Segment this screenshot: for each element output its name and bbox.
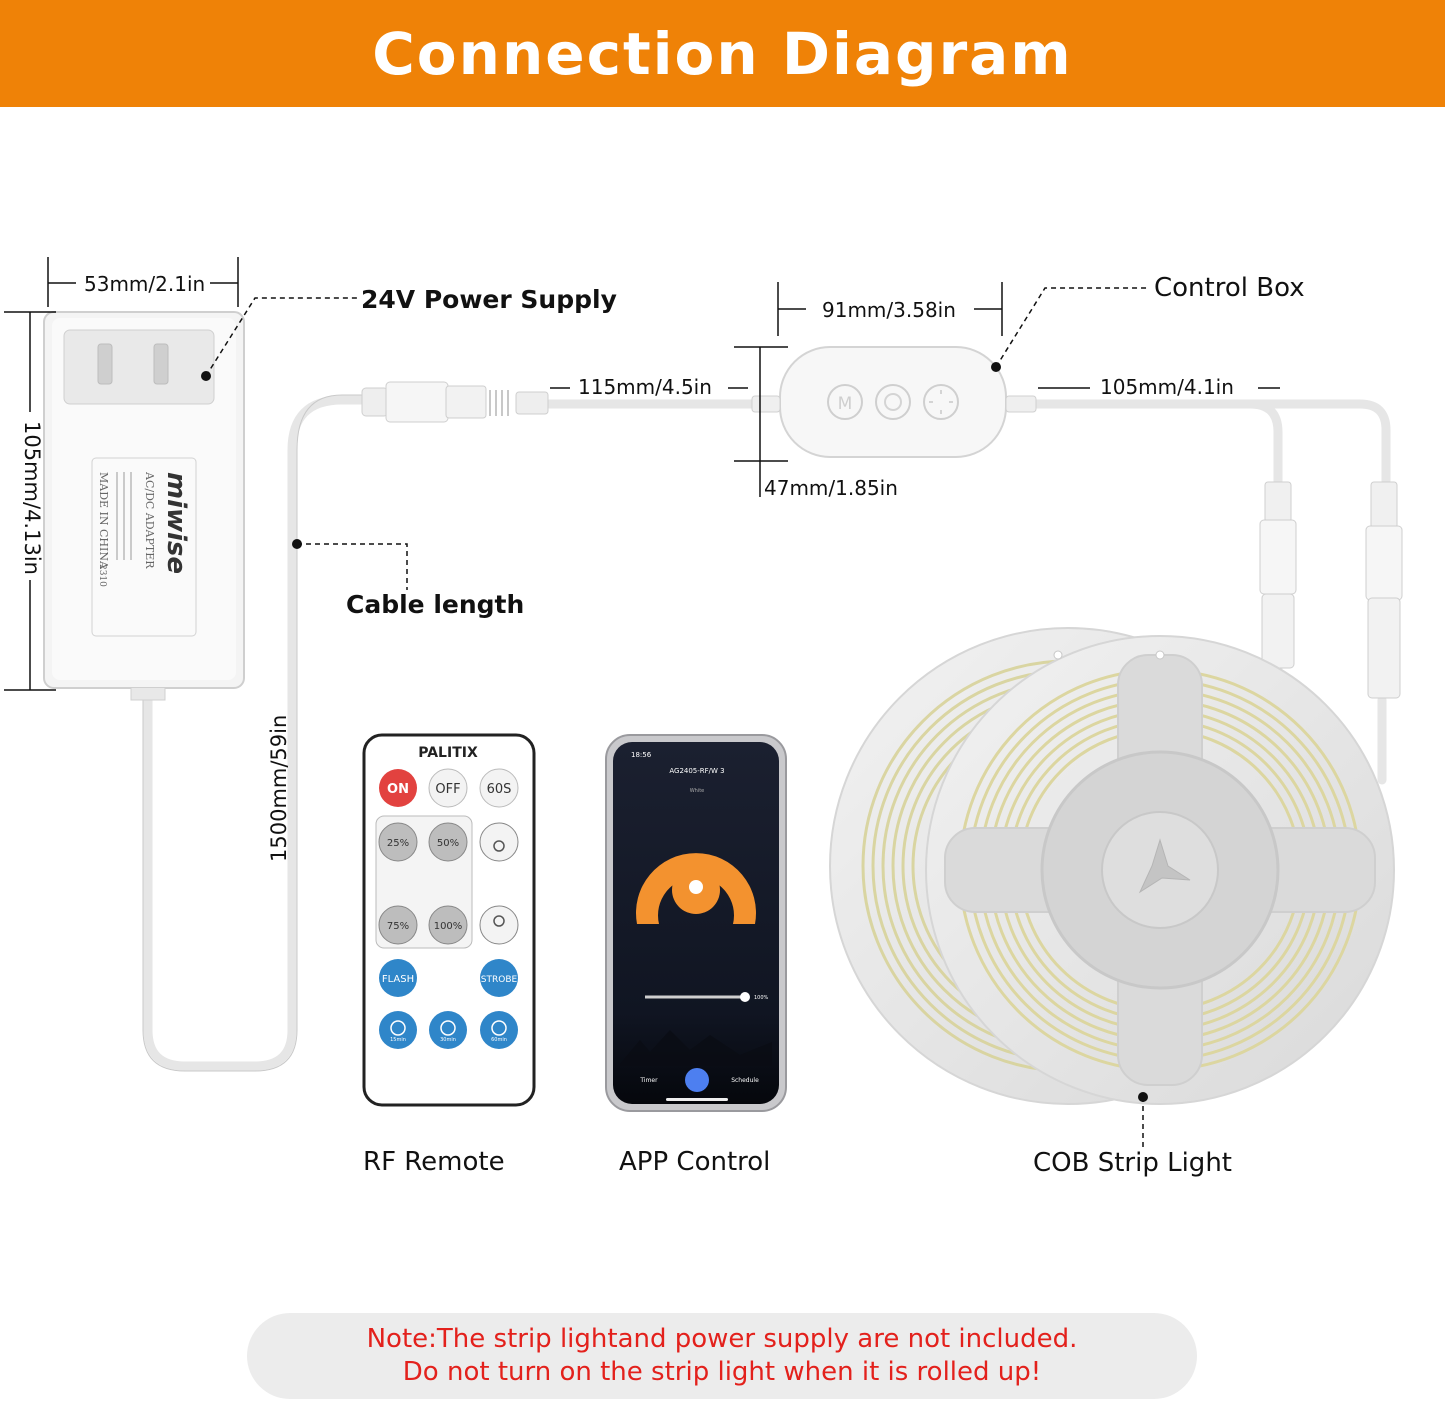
mode-button-label: M	[838, 394, 853, 414]
alarm-icon	[440, 1020, 456, 1036]
note-line-2: Do not turn on the strip light when it i…	[402, 1357, 1042, 1387]
remote-on-button	[379, 769, 417, 807]
phone-labels: 18:56 AG2405-RF/W 3 White 100% Timer Sch…	[631, 751, 769, 1084]
brightness-down-icon	[493, 915, 505, 927]
power-icon	[685, 1068, 709, 1092]
power-supply	[43, 311, 245, 701]
cob-strip-caption: COB Strip Light	[1033, 1148, 1232, 1178]
dc-connector	[361, 381, 549, 423]
remote-timer-label: 60S	[487, 782, 512, 797]
strip-connectors	[1259, 481, 1403, 699]
power-supply-height-dim: 105mm/4.13in	[20, 421, 44, 575]
note-line-1: Note:The strip lightand power supply are…	[366, 1324, 1078, 1354]
remote-off-label: OFF	[435, 782, 460, 797]
remote-icons	[390, 840, 507, 1036]
control-box-leader	[995, 287, 1150, 368]
remote-labels: PALITIX ON OFF 60S 25% 50% 75% 100% FLAS…	[382, 745, 518, 1043]
alarm-icon	[390, 1020, 406, 1036]
mode-label: White	[690, 788, 705, 794]
remote-60-label: 60min	[491, 1037, 507, 1043]
remote-50-label: 50%	[437, 838, 459, 849]
remote-100-label: 100%	[434, 921, 463, 932]
control-box-width-dim: 91mm/3.58in	[822, 298, 956, 322]
power-supply-dimensions	[4, 257, 239, 691]
lead-out-dim: 105mm/4.1in	[1100, 375, 1234, 399]
alarm-icon	[491, 1020, 507, 1036]
adapter-label: miwise AC/DC ADAPTER MADE IN CHINA 2310	[97, 471, 191, 587]
device-name: AG2405-RF/W 3	[669, 767, 724, 775]
color-ring	[636, 853, 756, 924]
code-text: 2310	[97, 564, 107, 587]
adapter-text: AC/DC ADAPTER	[143, 471, 156, 569]
power-supply-label: 24V Power Supply	[361, 285, 617, 314]
control-box-height-dim: 47mm/1.85in	[764, 476, 898, 500]
page-title: Connection Diagram	[372, 19, 1073, 88]
phone	[605, 734, 787, 1112]
note-box: Note:The strip lightand power supply are…	[247, 1313, 1197, 1399]
remote-15-label: 15min	[390, 1037, 406, 1043]
control-box-dimensions	[550, 282, 1280, 497]
app-control-caption: APP Control	[619, 1147, 771, 1177]
phone-time: 18:56	[631, 751, 652, 759]
made-in-text: MADE IN CHINA	[97, 472, 110, 570]
power-supply-leader	[205, 297, 360, 377]
power-supply-width-dim: 53mm/2.1in	[84, 272, 206, 296]
title-banner: Connection Diagram	[0, 0, 1445, 107]
control-box	[751, 346, 1037, 458]
brightness-button-icon	[923, 384, 959, 420]
leader-dot	[201, 371, 211, 381]
remote-strobe-label: STROBE	[481, 975, 518, 985]
mode-button-icon	[827, 384, 863, 420]
remote-flash-label: FLASH	[382, 974, 414, 985]
control-box-label: Control Box	[1154, 273, 1305, 303]
timer-label: Timer	[639, 1077, 658, 1084]
brightness-label: 100%	[754, 995, 769, 1001]
remote-brand: PALITIX	[418, 745, 478, 761]
brightness-up-icon	[493, 840, 505, 852]
remote-25-label: 25%	[387, 838, 409, 849]
rf-remote	[362, 733, 536, 1107]
cable-length-leader	[297, 543, 408, 590]
lead-in-dim: 115mm/4.5in	[578, 375, 712, 399]
adapter-spec-lines	[116, 472, 132, 560]
power-button-icon	[875, 384, 911, 420]
schedule-label: Schedule	[731, 1077, 759, 1084]
remote-75-label: 75%	[387, 921, 409, 932]
lead-out-cable-2	[1245, 399, 1391, 487]
rf-remote-caption: RF Remote	[363, 1147, 505, 1177]
cable-length-label: Cable length	[346, 590, 525, 619]
brand-logo: miwise	[161, 472, 191, 574]
cob-strip-reels	[829, 627, 1395, 1105]
remote-on-label: ON	[387, 782, 409, 797]
lead-out-cable	[1030, 399, 1283, 487]
remote-30-label: 30min	[440, 1037, 456, 1043]
cable-length-dim: 1500mm/59in	[267, 714, 291, 862]
